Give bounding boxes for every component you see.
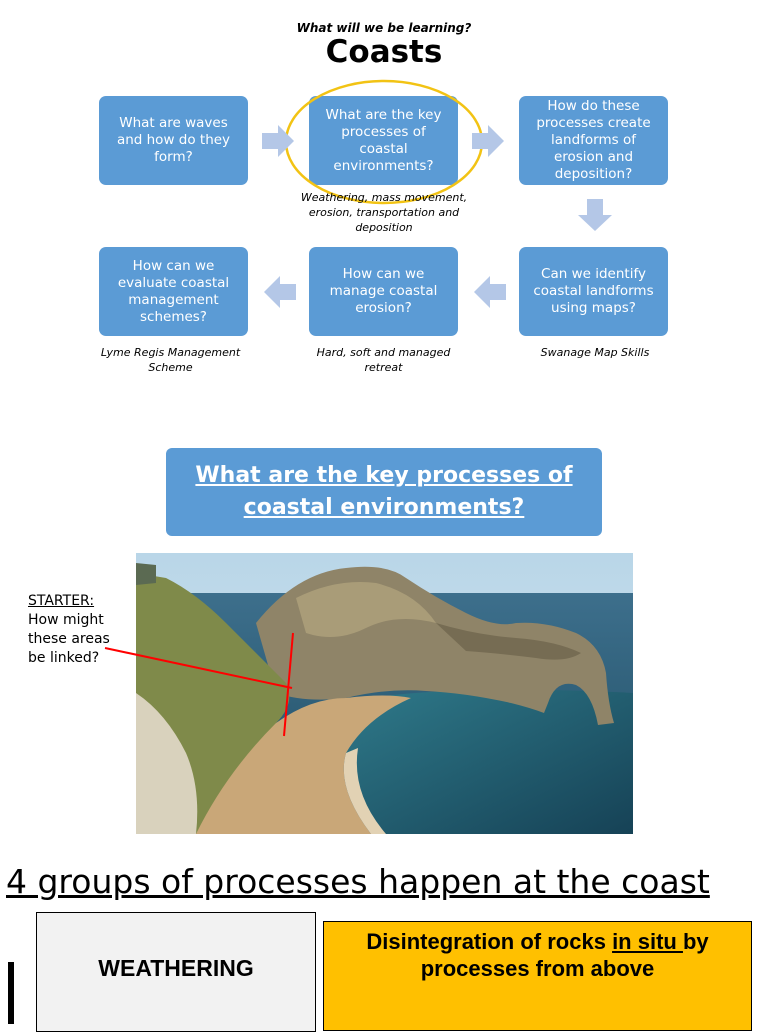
flow-box-label: Can we identify coastal landforms using … [533, 266, 654, 316]
flow-box-maps: Can we identify coastal landforms using … [519, 247, 668, 336]
highlight-ring [284, 79, 484, 205]
margin-bar [8, 962, 14, 1024]
arrow-left-icon [474, 276, 506, 308]
flow-box-label: What are the key processes of coastal en… [325, 106, 442, 174]
flow-box-processes: What are the key processes of coastal en… [309, 96, 458, 185]
flow-box-label: How can we evaluate coastal management s… [117, 257, 230, 325]
definition-text-underlined: in situ [612, 929, 683, 954]
page-title: Coasts [325, 34, 443, 70]
starter-prompt: STARTER: How might these areas be linked… [28, 592, 128, 668]
definition-text-start: Disintegration of rocks [366, 929, 613, 954]
arrow-down-icon [578, 199, 612, 231]
starter-heading: STARTER: [28, 593, 95, 609]
flow-box-label: How can we manage coastal erosion? [329, 266, 438, 316]
lesson-subtitle: What will we be learning? [296, 21, 472, 35]
arrow-right-icon [262, 125, 294, 157]
arrow-right-icon [472, 125, 504, 157]
flow-note-swanage: Swanage Map Skills [540, 346, 650, 359]
flow-note-management: Hard, soft and managed retreat [316, 346, 451, 374]
flow-box-waves: What are waves and how do they form? [99, 96, 248, 185]
flow-box-evaluate: How can we evaluate coastal management s… [99, 247, 248, 336]
term-label: WEATHERING [98, 955, 254, 981]
flow-box-manage: How can we manage coastal erosion? [309, 247, 458, 336]
banner-text: What are the key processes of coastal en… [195, 463, 573, 520]
flow-note-lyme-regis: Lyme Regis Management Scheme [100, 346, 241, 374]
term-cell-weathering: WEATHERING [36, 912, 316, 1032]
arrow-left-icon [264, 276, 296, 308]
definition-text-end: by processes from above [420, 929, 709, 981]
coastline-photo [136, 553, 633, 834]
starter-question: How might these areas be linked? [28, 612, 110, 666]
flow-box-landforms: How do these processes create landforms … [519, 96, 668, 185]
flow-box-label: How do these processes create landforms … [536, 98, 651, 182]
definition-cell-weathering: Disintegration of rocks in situ by proce… [323, 921, 752, 1031]
lesson-question-banner: What are the key processes of coastal en… [166, 448, 602, 536]
flow-box-label: What are waves and how do they form? [116, 115, 231, 165]
flow-note-processes: Weathering, mass movement, erosion, tran… [300, 191, 468, 234]
processes-heading: 4 groups of processes happen at the coas… [6, 862, 710, 901]
